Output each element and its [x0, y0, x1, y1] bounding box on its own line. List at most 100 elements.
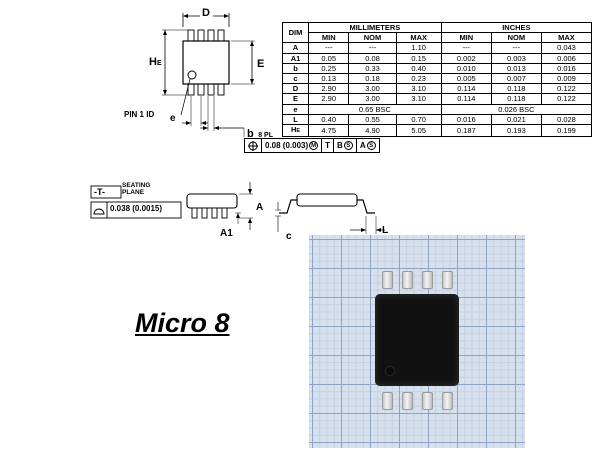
value-cell: ---	[307, 42, 350, 54]
subheader-in-max: MAX	[540, 32, 593, 44]
value-cell: 0.08	[348, 52, 397, 64]
value-cell: 0.18	[348, 73, 397, 85]
position-tolerance-frame: 0.08 (0.003) M T B S A S	[244, 138, 380, 153]
tolerance-value-cell: 0.08 (0.003) M	[262, 139, 323, 152]
value-cell: 0.114	[440, 83, 492, 95]
value-cell: 0.043	[540, 42, 593, 54]
dim-a-label: A	[256, 202, 264, 213]
table-row: A------1.10------0.043	[282, 42, 593, 54]
value-cell: 0.187	[440, 124, 492, 138]
pin1-dot	[385, 366, 395, 376]
mod-s1-circle: S	[343, 141, 353, 150]
value-cell: 0.15	[395, 52, 442, 64]
seating-line2: PLANE	[122, 189, 145, 196]
dim-b-note: 8 PL	[258, 132, 273, 139]
value-cell: 1.10	[395, 42, 442, 54]
subheader-mm-nom: NOM	[348, 32, 397, 44]
chip-lead	[422, 271, 433, 289]
dim-he-sub: E	[156, 60, 162, 67]
value-cell: 0.70	[395, 113, 442, 126]
datum-a-cell: A S	[357, 139, 379, 152]
dim-b-main: b	[247, 128, 254, 140]
value-cell: 0.007	[490, 73, 542, 85]
value-cell: 3.00	[348, 83, 397, 95]
value-cell: 0.002	[440, 52, 492, 64]
value-cell: 0.026 BSC	[440, 103, 593, 115]
value-cell: 0.005	[440, 73, 492, 85]
value-cell: 0.199	[540, 124, 593, 138]
value-cell: 0.006	[540, 52, 593, 64]
value-cell: 0.65 BSC	[308, 103, 442, 115]
value-cell: 0.40	[307, 113, 350, 126]
chip-lead	[402, 271, 413, 289]
chip-photo	[309, 235, 525, 448]
value-cell: 4.75	[307, 124, 350, 138]
dim-e-pitch-label: e	[170, 113, 176, 124]
dim-b-label: b 8 PL	[247, 124, 273, 142]
subheader-in-nom: NOM	[490, 32, 542, 44]
dim-c-label: c	[286, 231, 292, 242]
dim-cell: D	[282, 83, 309, 95]
dim-cell: e	[282, 103, 309, 115]
header-millimeters: MILLIMETERS	[308, 21, 442, 34]
seating-plane-label: SEATING PLANE	[122, 182, 150, 196]
pin1-id-label: PIN 1 ID	[124, 110, 155, 119]
flatness-value: 0.038 (0.0015)	[110, 204, 163, 213]
chip-lead	[382, 392, 393, 410]
dim-e-label: E	[257, 58, 265, 70]
datum-b-cell: B S	[334, 139, 357, 152]
value-cell: 0.021	[490, 113, 542, 126]
chip-lead	[442, 392, 453, 410]
value-cell: 0.122	[540, 93, 593, 105]
dim-cell: A	[282, 42, 309, 54]
table-subheader-row: MIN NOM MAX MIN NOM MAX	[283, 32, 593, 44]
side-view-drawing	[90, 182, 385, 234]
chip-lead	[422, 392, 433, 410]
value-cell: 0.13	[307, 73, 350, 85]
value-cell: 0.016	[540, 62, 593, 75]
value-cell: 2.90	[307, 83, 350, 95]
value-cell: ---	[440, 42, 492, 54]
value-cell: 0.23	[395, 73, 442, 85]
dimension-table: DIM MILLIMETERS INCHES MIN NOM MAX MIN N…	[282, 21, 593, 138]
value-cell: 0.05	[307, 52, 350, 64]
flatness-icon	[93, 208, 105, 215]
chip-body	[375, 294, 459, 386]
value-cell: 0.009	[540, 73, 593, 85]
value-cell: 0.016	[440, 113, 492, 126]
datum-a: A	[359, 141, 366, 150]
subheader-mm-max: MAX	[395, 32, 442, 44]
seating-line1: SEATING	[122, 182, 151, 189]
chip-lead	[382, 271, 393, 289]
subheader-mm-min: MIN	[307, 32, 350, 44]
value-cell: ---	[348, 42, 397, 54]
value-cell: 0.114	[440, 93, 492, 105]
value-cell: 0.55	[348, 113, 397, 126]
dim-he-label: HE	[149, 56, 162, 68]
chip-lead	[402, 392, 413, 410]
value-cell: 0.118	[490, 83, 542, 95]
datum-t-label: -T-	[94, 187, 105, 197]
dim-cell: A1	[282, 52, 309, 64]
value-cell: 0.013	[490, 62, 542, 75]
table-header-row: DIM MILLIMETERS INCHES	[282, 21, 593, 44]
value-cell: 0.193	[490, 124, 542, 138]
value-cell: 0.003	[490, 52, 542, 64]
value-cell: 0.122	[540, 83, 593, 95]
mod-s2-circle: S	[366, 141, 376, 150]
dim-cell: L	[282, 113, 309, 126]
dim-he-main: H	[149, 56, 157, 68]
value-cell: ---	[490, 42, 542, 54]
datum-t-cell: T	[322, 139, 335, 152]
value-cell: 0.010	[440, 62, 492, 75]
subheader-in-min: MIN	[440, 32, 492, 44]
tolerance-value: 0.08 (0.003)	[265, 141, 309, 150]
value-cell: 0.028	[540, 113, 593, 126]
